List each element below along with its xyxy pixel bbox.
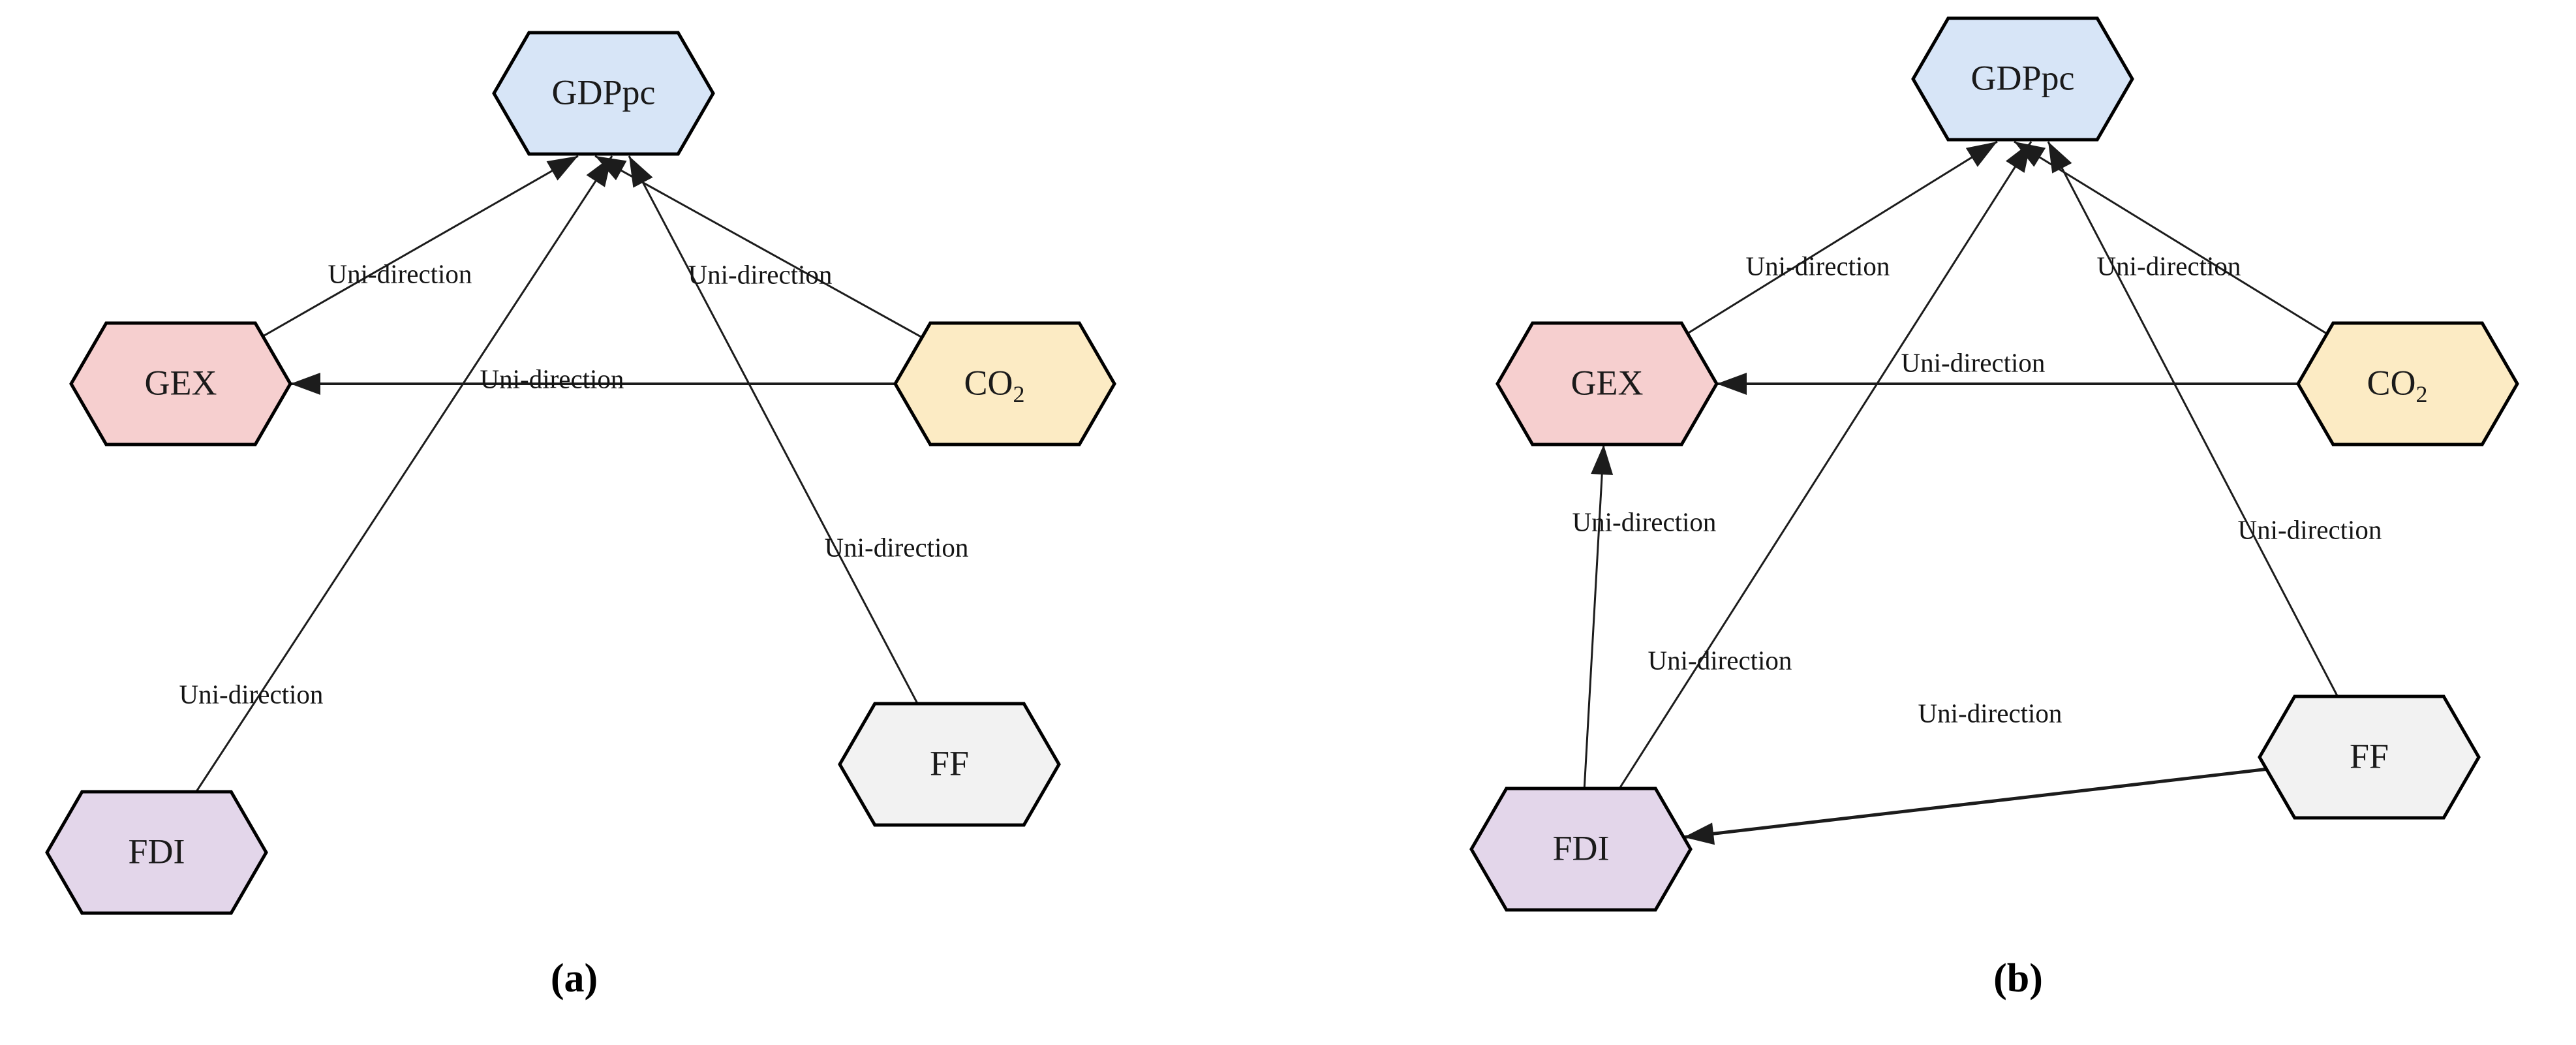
edge-fdi-gex [1583,444,1614,789]
edge-label-fdi-gdppc: Uni-direction [1572,507,1717,537]
node-label-fdi: FDI [128,832,185,871]
edge-label-ff-gdppc: Uni-direction [2238,514,2382,544]
edge-gex-gdppc [1687,140,1998,335]
arrowhead-fdi-gdppc [586,156,612,187]
edge-label-fdi-gex: Uni-direction [1648,645,1792,675]
node-label-ff: FF [2350,736,2389,775]
edge-layer [195,155,923,792]
edge-ff-gdppc [628,155,919,704]
panel-caption-panel-b: (b) [1993,956,2043,1001]
node-gex[interactable]: GEX [1495,321,1719,446]
edge-line-fdi-gex [1583,444,1605,789]
arrowhead-ff-fdi [1683,822,1715,845]
node-label-gdppc: GDPpc [552,72,656,112]
arrowhead-co2-gex [1717,373,1747,395]
arrowhead-fdi-gex [1591,445,1614,475]
node-label-gex: GEX [1571,363,1644,402]
arrowhead-ff-gdppc [629,156,653,188]
edge-ff-gdppc [2047,141,2338,697]
edge-label-ff-gdppc: Uni-direction [825,532,969,562]
node-gex[interactable]: GEX [69,321,292,446]
edge-line-co2-gdppc [2014,140,2328,335]
node-label-ff: FF [930,743,969,783]
node-hexagon-fdi[interactable] [1469,787,1693,912]
edge-line-ff-gdppc [2047,141,2338,697]
edge-label-co2-gdppc: Uni-direction [688,259,833,289]
node-hexagon-ff[interactable] [2258,694,2481,820]
edge-gex-gdppc [262,155,579,337]
edge-co2-gex [290,373,895,395]
edge-line-ff-fdi [1683,767,2267,839]
edge-co2-gdppc [2014,140,2328,335]
node-ff[interactable]: FF [838,702,1061,827]
edge-line-gex-gdppc [262,155,579,337]
node-hexagon-co2[interactable] [2296,321,2519,446]
node-label-gex: GEX [145,363,217,402]
node-fdi[interactable]: FDI [45,790,268,915]
edge-line-gex-gdppc [1687,140,1998,335]
edge-layer [1583,140,2338,845]
arrowhead-co2-gdppc [595,156,627,181]
edge-line-ff-gdppc [628,155,919,704]
node-hexagon-gex[interactable] [69,321,292,446]
arrowhead-gex-gdppc [546,156,578,181]
node-gdppc[interactable]: GDPpc [1911,16,2134,142]
node-hexagon-co2[interactable] [893,321,1116,446]
arrowhead-ff-gdppc [2048,142,2072,174]
edge-line-co2-gdppc [594,155,923,339]
node-label-fdi: FDI [1552,828,1609,867]
edge-ff-fdi [1683,767,2267,845]
edge-fdi-gdppc [1618,141,2032,789]
edge-label-fdi-gdppc: Uni-direction [179,679,324,709]
arrowhead-gex-gdppc [1965,142,1997,167]
node-hexagon-gdppc[interactable] [492,31,715,156]
node-fdi[interactable]: FDI [1469,787,1693,912]
node-hexagon-ff[interactable] [838,702,1061,827]
edge-label-co2-gex: Uni-direction [1901,347,2046,377]
arrowhead-co2-gex [290,373,320,395]
edge-label-gex-gdppc: Uni-direction [328,258,472,289]
node-co2[interactable]: CO2 [2296,321,2519,446]
arrowhead-co2-gdppc [2014,142,2046,167]
edge-label-ff-fdi: Uni-direction [1918,698,2062,728]
node-label-gdppc: GDPpc [1971,58,2075,97]
arrowhead-fdi-gdppc [2006,142,2031,173]
edge-co2-gdppc [594,155,923,339]
edge-line-fdi-gdppc [1618,141,2032,789]
node-gdppc[interactable]: GDPpc [492,31,715,156]
panel-caption-panel-a: (a) [551,956,598,1001]
edge-label-co2-gdppc: Uni-direction [2097,251,2241,281]
node-hexagon-gex[interactable] [1495,321,1719,446]
edge-line-fdi-gdppc [195,155,613,792]
node-hexagon-fdi[interactable] [45,790,268,915]
edge-label-gex-gdppc: Uni-direction [1746,251,1890,281]
edge-label-co2-gex: Uni-direction [480,364,624,394]
node-hexagon-gdppc[interactable] [1911,16,2134,142]
node-co2[interactable]: CO2 [893,321,1116,446]
edge-co2-gex [1717,373,2298,395]
node-ff[interactable]: FF [2258,694,2481,820]
edge-fdi-gdppc [195,155,613,792]
